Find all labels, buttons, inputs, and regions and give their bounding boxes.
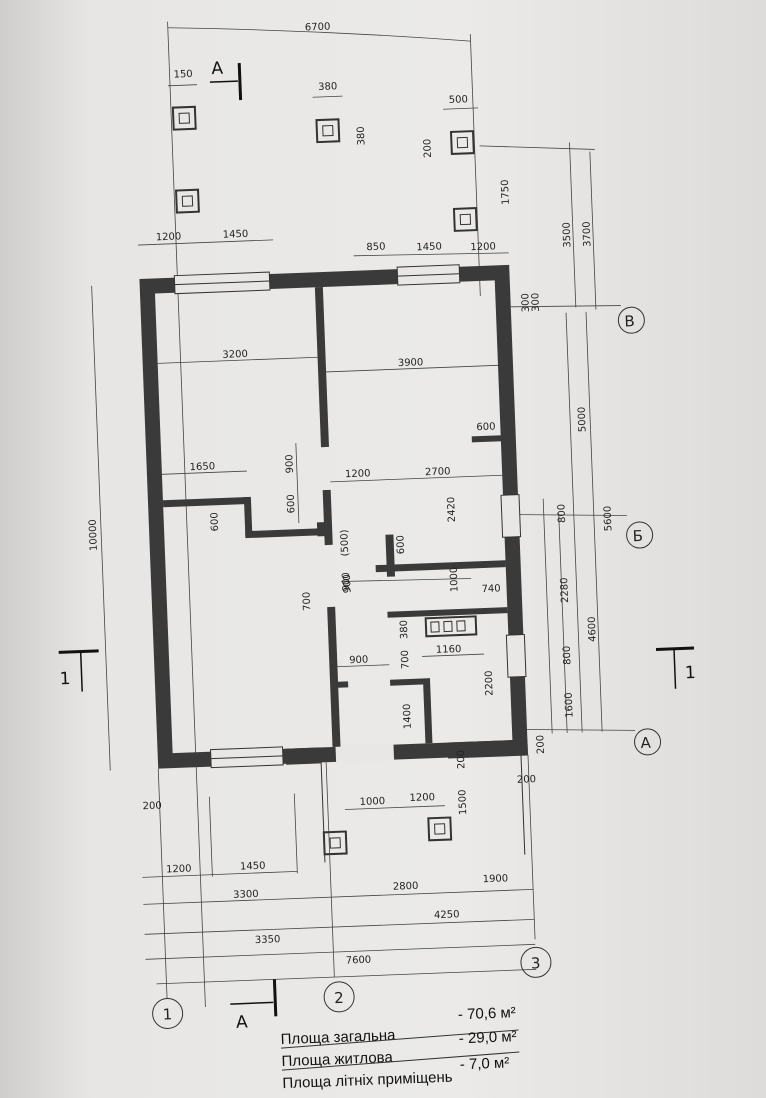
dim-label: 200 bbox=[456, 750, 468, 770]
dim-label: 1500 bbox=[457, 789, 469, 815]
dim-label: 800 bbox=[562, 646, 574, 666]
dim-label: 380 bbox=[399, 620, 411, 640]
dim-label: 200 bbox=[517, 774, 537, 786]
dim-label: 900 bbox=[284, 454, 296, 474]
dim-label: 740 bbox=[481, 583, 501, 595]
dim-label: 3300 bbox=[233, 889, 259, 901]
area-summer-value: - 7,0 м² bbox=[459, 1054, 509, 1073]
dim-label: 150 bbox=[173, 69, 193, 81]
dim-label: 1000 bbox=[449, 566, 461, 592]
dim-label: 1200 bbox=[345, 468, 371, 480]
porch bbox=[320, 754, 526, 863]
axis-markers: 1 2 3 В Б А bbox=[152, 306, 662, 1029]
dim-label: 1200 bbox=[470, 241, 496, 253]
area-summary: Площа загальна - 70,6 м² Площа житлова -… bbox=[280, 1004, 520, 1093]
dim-label: 1200 bbox=[409, 792, 435, 804]
dim-label: 1400 bbox=[402, 703, 414, 729]
dim-label: 1450 bbox=[240, 861, 266, 873]
dim-label: 1750 bbox=[500, 179, 512, 205]
dim-label: 6700 bbox=[305, 22, 331, 34]
dim-label: 3700 bbox=[582, 221, 594, 247]
dim-label: 600 bbox=[286, 494, 298, 514]
dim-label: 300 bbox=[520, 293, 532, 313]
axis-3-label: 3 bbox=[531, 954, 541, 972]
area-total-label: Площа загальна bbox=[280, 1027, 396, 1048]
dim-label: 600 bbox=[476, 421, 496, 433]
axis-a-label: А bbox=[640, 734, 652, 752]
area-summer-label: Площа літніх приміщень bbox=[282, 1069, 453, 1093]
dim-label: 200 bbox=[535, 735, 547, 755]
dim-label: 10000 bbox=[88, 519, 100, 551]
dim-label: 900 bbox=[342, 574, 354, 594]
section-a-bottom-label: А bbox=[236, 1012, 249, 1032]
dim-label: 1200 bbox=[166, 863, 192, 875]
dim-label: 5600 bbox=[602, 506, 614, 532]
dim-label: 300 bbox=[530, 293, 542, 313]
dim-label: 2420 bbox=[446, 497, 458, 523]
dim-label: 3200 bbox=[222, 349, 248, 361]
dim-label: 1450 bbox=[416, 241, 442, 253]
room-dimension-labels: 3200 3900 1650 900 600 1200 2700 600 600… bbox=[189, 349, 614, 729]
dim-label: 1200 bbox=[156, 231, 182, 243]
dim-label: 850 bbox=[366, 242, 386, 254]
dim-label: 800 bbox=[556, 504, 568, 524]
section-a-top-label: А bbox=[211, 59, 224, 79]
dim-label: 700 bbox=[302, 592, 314, 612]
dim-label: 600 bbox=[395, 535, 407, 555]
dim-label: 500 bbox=[449, 94, 469, 106]
dim-label: 380 bbox=[318, 81, 338, 93]
kitchen-fixture bbox=[424, 615, 478, 638]
top-dimension-labels: 6700 150 380 500 380 200 1750 1200 1450 … bbox=[156, 22, 594, 313]
dim-label: 4600 bbox=[587, 616, 599, 642]
dim-label: 1160 bbox=[436, 644, 462, 656]
area-living-label: Площа житлова bbox=[281, 1049, 393, 1070]
dim-label: 1600 bbox=[564, 692, 576, 718]
dim-label: 2700 bbox=[425, 466, 451, 478]
dim-label: 200 bbox=[142, 801, 162, 813]
dim-label: 1650 bbox=[189, 461, 215, 473]
dim-label: 1000 bbox=[359, 796, 385, 808]
area-total-value: - 70,6 м² bbox=[458, 1004, 516, 1023]
dim-label: 380 bbox=[356, 126, 368, 146]
dim-label: 2200 bbox=[484, 670, 496, 696]
dim-label: 200 bbox=[422, 139, 434, 159]
dim-label: 5000 bbox=[577, 406, 589, 432]
dim-label: 700 bbox=[400, 650, 412, 670]
top-dimension-lines bbox=[91, 21, 636, 1008]
dim-label: (500) bbox=[339, 529, 351, 556]
dim-label: 3350 bbox=[255, 934, 281, 946]
axis-2-label: 2 bbox=[334, 989, 344, 1007]
side-dimension-labels: 10000 200 200 200 200 1000 1200 1500 bbox=[88, 519, 547, 815]
dim-label: 4250 bbox=[434, 909, 460, 921]
dim-label: 900 bbox=[349, 655, 369, 667]
terrace-columns-top bbox=[171, 105, 478, 232]
axis-v-label: В bbox=[624, 312, 635, 330]
interior-walls bbox=[162, 286, 528, 765]
axis-b-label: Б bbox=[632, 527, 643, 545]
dim-label: 2280 bbox=[559, 577, 571, 603]
section-1-right-label: 1 bbox=[685, 663, 697, 683]
dim-label: 900 bbox=[341, 572, 353, 592]
dim-label: 600 bbox=[209, 512, 221, 532]
dim-label: 3500 bbox=[562, 222, 574, 248]
bottom-dimension-labels: 1200 1450 3300 2800 1900 4250 3350 7600 bbox=[166, 861, 509, 967]
section-marks: А А 1 1 bbox=[58, 59, 697, 1033]
axis-1-label: 1 bbox=[162, 1005, 172, 1023]
dim-label: 7600 bbox=[346, 955, 372, 967]
bottom-dimension-lines bbox=[142, 754, 537, 994]
exterior-walls bbox=[139, 264, 528, 769]
dim-label: 2800 bbox=[393, 881, 419, 893]
dim-label: 1450 bbox=[223, 229, 249, 241]
room-dimension-lines bbox=[157, 356, 553, 734]
area-living-value: - 29,0 м² bbox=[458, 1028, 516, 1047]
dim-label: 1900 bbox=[483, 873, 509, 885]
dim-label: 3900 bbox=[398, 357, 424, 369]
section-1-left-label: 1 bbox=[59, 669, 71, 689]
